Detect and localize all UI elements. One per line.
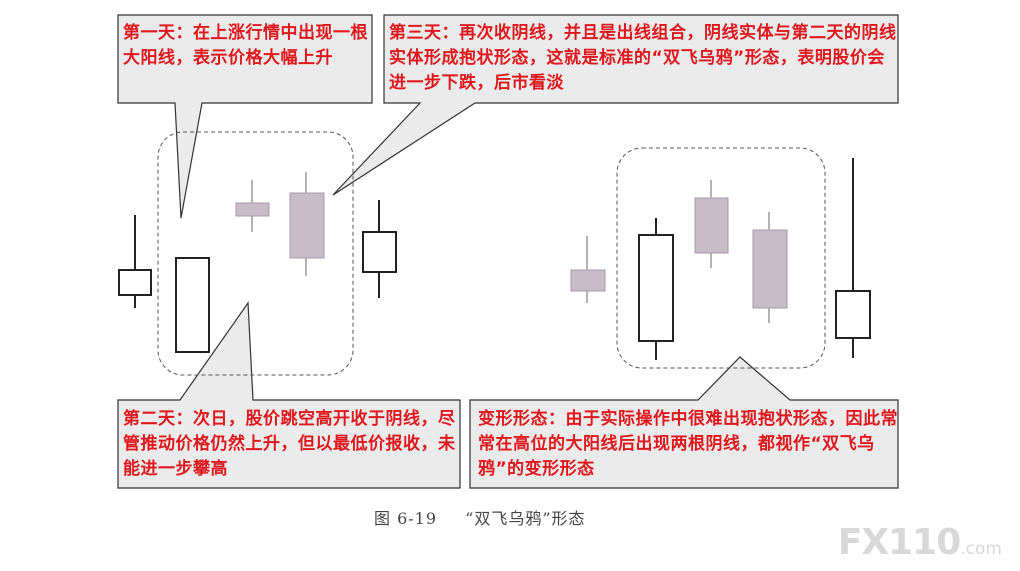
callout-bubble-day2: [117, 301, 461, 489]
pattern-dashed-box-right: [616, 147, 826, 369]
candle-variant-day3-bear: [752, 212, 788, 323]
figure-title: “双飞乌鸦”形态: [465, 509, 586, 528]
callout-bubble-day1: [117, 14, 373, 219]
candle-variant-after: [835, 158, 871, 358]
logo-icon: FX110.com: [838, 522, 1002, 563]
watermark-small: .com: [960, 539, 1002, 559]
candle-after: [362, 200, 397, 298]
figure-caption: 图 6-19 “双飞乌鸦”形态: [374, 505, 586, 529]
candle-variant-day2-bear: [694, 180, 729, 268]
candle-variant-day1-bull: [638, 218, 674, 360]
callout-day2-text: 第二天：次日，股价跳空高开收于阴线，尽管推动价格仍然上升，但以最低价报收，未能进…: [123, 409, 456, 479]
callout-variant-text: 变形形态：由于实际操作中很难出现抱状形态，因此常常在高位的大阳线后出现两根阴线，…: [478, 409, 898, 479]
figure-number: 图 6-19: [374, 509, 438, 528]
callout-bubble-variant: [469, 356, 899, 489]
candle-prior-small: [118, 215, 152, 308]
candle-day1-bull: [175, 257, 210, 353]
candle-day3-bear: [289, 172, 325, 276]
candle-variant-prior: [570, 236, 606, 303]
candle-day2-bear: [235, 180, 270, 232]
pattern-dashed-box-left: [157, 131, 354, 376]
callout-day1-text: 第一天：在上涨行情中出现一根大阳线，表示价格大幅上升: [123, 23, 368, 68]
callout-bubble-day3: [332, 14, 899, 196]
callout-day3-text: 第三天：再次收阴线，并且是出线组合，阴线实体与第二天的阴线实体形成抱状形态，这就…: [389, 23, 897, 93]
watermark-large: FX110: [837, 522, 961, 563]
